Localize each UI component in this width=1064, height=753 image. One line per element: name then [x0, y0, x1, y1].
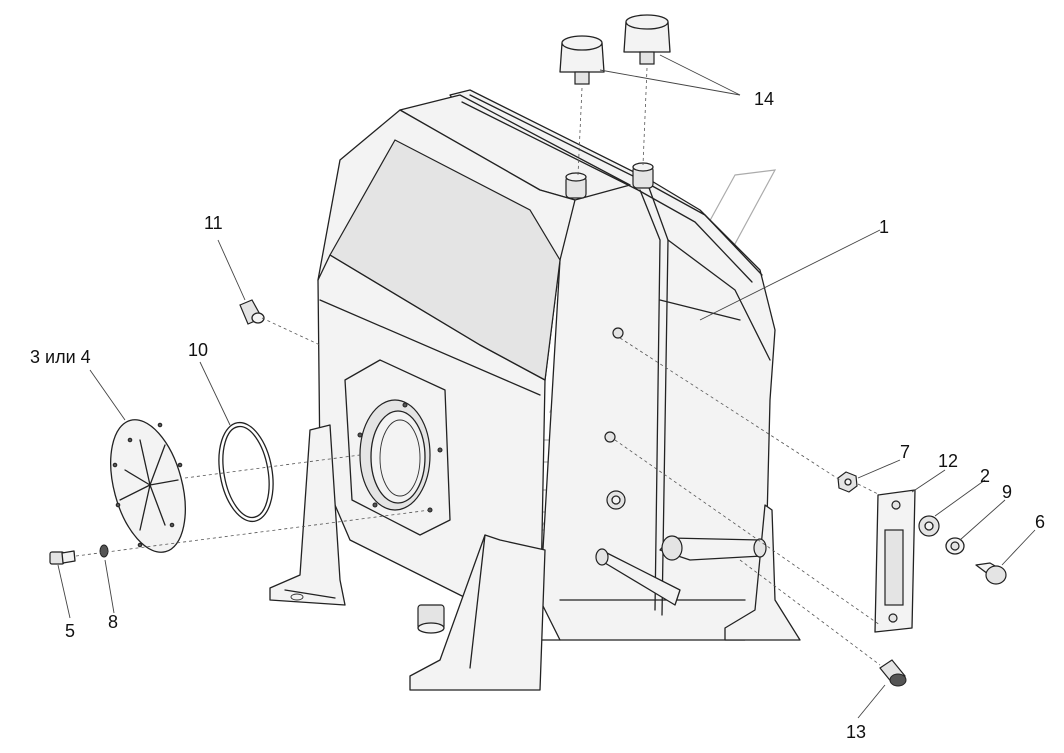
part-11-plug: [239, 299, 265, 325]
part-13-fitting: [879, 659, 907, 687]
part-7-nut: [837, 471, 858, 493]
part-12-level-gauge: [874, 489, 916, 633]
part-3-4-cover: [110, 419, 186, 553]
pipes: [595, 535, 767, 606]
callout-9: 9: [1002, 482, 1012, 502]
callout-10: 10: [188, 340, 208, 360]
callout-6: 6: [1035, 512, 1045, 532]
part-5-bolt: [49, 550, 76, 565]
callout-11: 11: [204, 213, 223, 233]
drain-plug: [417, 604, 445, 634]
part-9-washer: [945, 537, 965, 555]
callout-2: 2: [980, 466, 990, 486]
callout-13: 13: [846, 722, 866, 742]
mounting-legs: [269, 424, 801, 691]
callout-1: 1: [879, 217, 889, 237]
callout-3-or-4: 3 или 4: [30, 347, 91, 367]
part-10-gasket: [218, 421, 274, 523]
part-8-washer: [99, 544, 109, 558]
part-14-caps: [559, 14, 671, 176]
callout-12: 12: [938, 451, 958, 471]
callout-labels: 1 2 3 или 4 5 6 7 8 9 10 11 12 13 14: [30, 89, 1045, 742]
part-6-bolt: [975, 562, 1007, 585]
callout-14: 14: [754, 89, 774, 109]
part-2-washer: [918, 515, 940, 537]
inspection-port: [344, 359, 451, 536]
leader-lines: [57, 54, 1036, 719]
callout-7: 7: [900, 442, 910, 462]
callout-5: 5: [65, 621, 75, 641]
callout-8: 8: [108, 612, 118, 632]
assembly-lines: [75, 317, 881, 666]
